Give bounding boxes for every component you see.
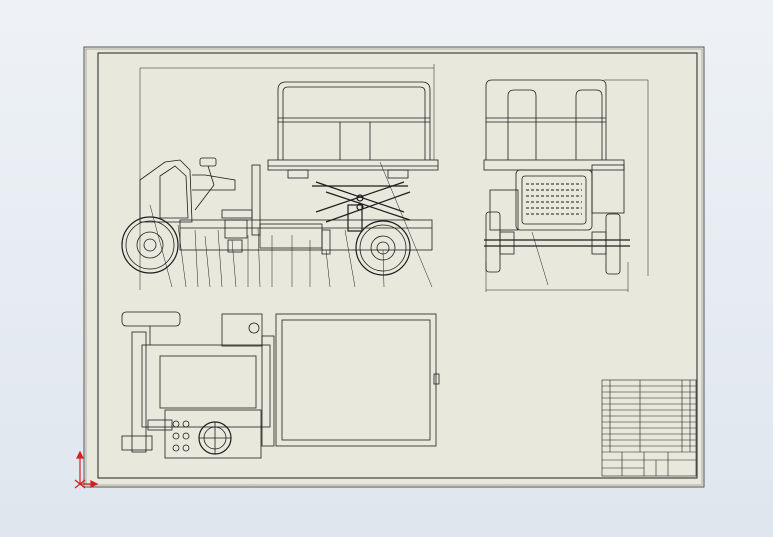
operator-cab: [139, 157, 261, 253]
scissor-mechanism: [312, 181, 411, 232]
side-view: [121, 64, 439, 290]
triad-origin-icon[interactable]: [74, 450, 99, 489]
title-block: [601, 379, 697, 477]
platform-deck: [267, 159, 439, 171]
engine-block: [489, 164, 625, 231]
top-view: [121, 311, 440, 459]
part-leaders: [149, 161, 433, 288]
rear-wheel: [355, 220, 411, 276]
platform-top: [275, 313, 437, 447]
control-panel: [164, 409, 262, 459]
platform-guardrail: [277, 81, 431, 160]
front-wheel: [121, 216, 179, 274]
drawing-sheet[interactable]: [83, 46, 705, 488]
front-view: [483, 79, 649, 292]
chassis-frame: [179, 219, 433, 251]
